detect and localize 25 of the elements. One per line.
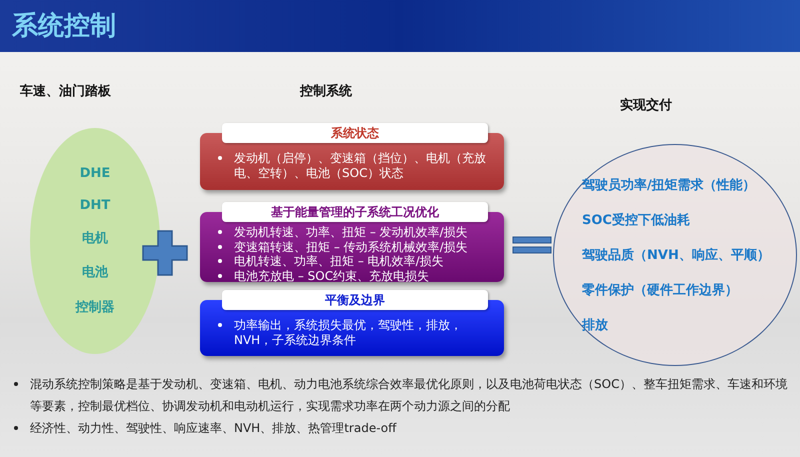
- deliverable-label: SOC受控下低油耗: [582, 212, 691, 229]
- slide-title: 系统控制: [12, 10, 116, 43]
- component-label: DHE: [80, 166, 110, 182]
- bullet-text: 电池充放电 – SOC约束、充放电损失: [234, 268, 430, 283]
- bullet-text: 电机转速、功率、扭矩 – 电机效率/损失: [234, 254, 444, 268]
- column-heading: 实现交付: [620, 96, 672, 114]
- column-heading: 控制系统: [300, 82, 352, 100]
- bullet-text: 发动机（启停）、变速箱（挡位）、电机（充放电、空转）、电池（SOC）状态: [234, 151, 487, 180]
- deliverable-label: 零件保护（硬件工作边界）: [582, 282, 739, 300]
- bullet-text: 变速箱转速、扭矩 – 传动系统机械效率/损失: [234, 240, 468, 254]
- deliverable-label: 驾驶品质（NVH、响应、平顺）: [582, 246, 771, 264]
- component-label: DHT: [80, 198, 110, 213]
- component-label: 控制器: [76, 298, 114, 316]
- column-heading: 车速、油门踏板: [20, 82, 111, 100]
- card-heading: 系统状态: [222, 123, 488, 143]
- card-heading: 基于能量管理的子系统工况优化: [222, 202, 488, 222]
- component-label: 电机: [82, 230, 108, 247]
- bullet-text: 功率输出，系统损失最优，驾驶性，排放，NVH，子系统边界条件: [234, 318, 463, 347]
- deliverable-label: 排放: [582, 317, 609, 334]
- bullet-text: 经济性、动力性、驾驶性、响应速率、NVH、排放、热管理trade-off: [30, 420, 396, 437]
- deliverable-label: 驾驶员功率/扭矩需求（性能）: [582, 176, 757, 194]
- component-label: 电池: [82, 264, 108, 282]
- bullet-text: 混动系统控制策略是基于发动机、变速箱、电机、动力电池系统综合效率最优化原则，以及电池荷电状态（SOC）、整车扭矩需求、车速和环境等要素，控制最优档位、协调发动机和电动机运行，实现需求功率在两个动力源之间的分配: [30, 376, 788, 415]
- bullet-text: 发动机转速、功率、扭矩 – 发动机效率/损失: [234, 225, 468, 240]
- card-heading: 平衡及边界: [222, 290, 488, 310]
